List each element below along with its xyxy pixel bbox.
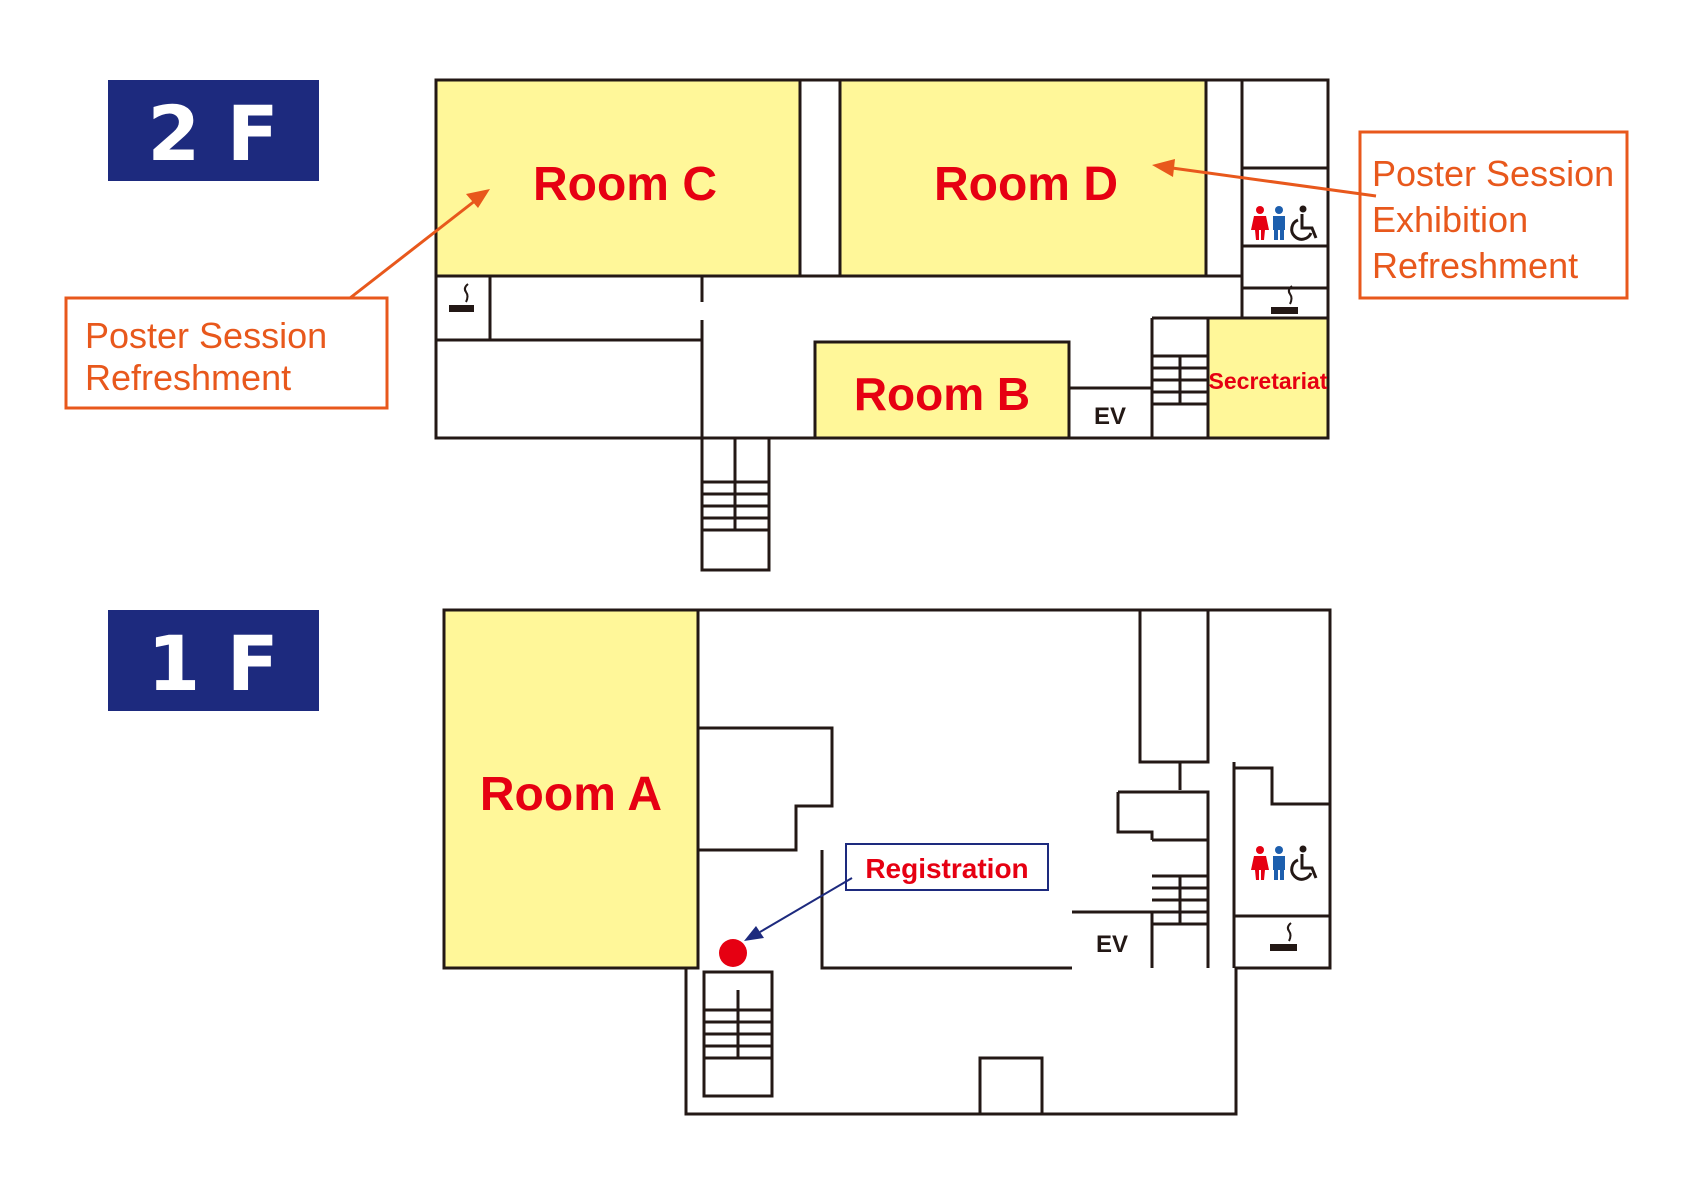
ev-1f-label: EV [1096,931,1128,958]
female-toilet-icon [1251,846,1269,880]
floor-badge-2f [108,80,319,181]
left-service-walls [436,274,1206,438]
smoking-area-icon [449,283,474,312]
callout-2f-left-line-1: Poster Session [85,315,327,356]
toilet-icons-2f [1251,205,1318,241]
floor-2f: 2 F Room C Room D Room B EV [64,78,1629,572]
stairs-1f-left [702,970,774,1098]
registration-callout [845,843,1049,891]
room-d-label: Room D [934,158,1118,211]
secretariat[interactable] [1206,316,1330,440]
room-a[interactable] [442,608,700,970]
room-b[interactable] [813,340,1071,440]
callout-2f-right-line-2: Exhibition [1372,199,1528,240]
wheelchair-icon [1290,845,1318,881]
callout-2f-left-line-2: Refreshment [85,357,291,398]
stairs-2f-right [1152,316,1210,438]
room-c-label: Room C [533,158,717,211]
female-toilet-icon [1251,206,1269,240]
smoking-area-icon [1270,922,1297,951]
ev-2f-label: EV [1094,403,1126,430]
secretariat-label: Secretariat [1209,368,1328,394]
callout-2f-left [64,296,389,410]
smoking-area-icon [1271,285,1298,314]
callout-2f-left-arrow [349,189,490,300]
callout-2f-right-arrow [1152,159,1377,198]
registration-arrow [744,877,853,941]
right-service-walls [1204,80,1328,320]
corridor-walls [798,80,842,276]
room-b-label: Room B [854,368,1030,420]
room-a-label: Room A [480,768,662,821]
male-toilet-icon [1273,206,1285,240]
floor-badge-1f-label: 1 F [147,619,278,708]
callout-2f-right [1358,130,1629,300]
callout-2f-right-line-3: Refreshment [1372,245,1578,286]
stairs-2f-bottom [700,438,771,572]
floor-badge-1f [108,610,319,711]
registration-label: Registration [865,853,1028,884]
room-c[interactable] [434,78,802,278]
ev-2f-walls [1069,318,1154,438]
floor-badge-2f-label: 2 F [147,89,278,178]
male-toilet-icon [1273,846,1285,880]
callout-2f-right-line-1: Poster Session [1372,153,1614,194]
floor-1f: 1 F Room A EV [108,608,1332,1116]
wheelchair-icon [1290,205,1318,241]
stairs-1f-right [1152,874,1208,926]
registration-marker[interactable] [719,939,747,967]
toilet-icons-1f [1251,845,1318,881]
